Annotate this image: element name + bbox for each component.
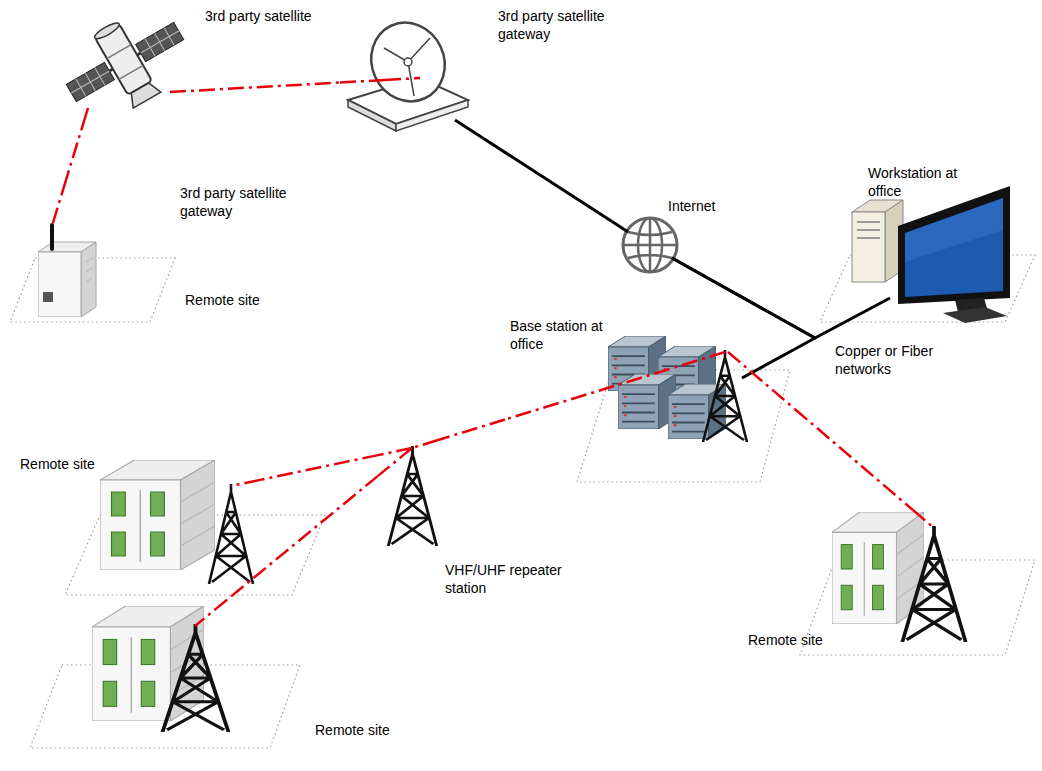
link-stub	[170, 83, 340, 93]
site-label: 3rd party satellite gateway	[498, 8, 633, 43]
radio-link	[795, 409, 913, 510]
site-label: Workstation at office	[868, 165, 978, 200]
radio-link	[260, 455, 378, 480]
wired-link	[483, 138, 612, 222]
link-stub	[672, 258, 711, 280]
site-label: 3rd party satellite	[205, 8, 312, 26]
link-stub	[455, 120, 483, 138]
link-stub	[412, 440, 438, 448]
site-node: Base station at office	[505, 313, 795, 485]
site-label: Base station at office	[510, 318, 620, 353]
site-label: Internet	[668, 198, 715, 216]
link-stub	[385, 78, 420, 80]
radio-link	[340, 80, 385, 83]
site-node: Workstation at office	[822, 160, 1037, 325]
radio-link	[66, 115, 86, 180]
site-node: VHF/UHF repeater station	[378, 440, 578, 600]
site-label: Remote site	[748, 632, 823, 650]
site-label: Remote site	[20, 456, 95, 474]
link-stub	[672, 258, 711, 280]
link-stub	[86, 108, 88, 115]
site-node: Remote site	[745, 510, 1037, 658]
link-stub	[231, 480, 260, 486]
site-node: 3rd party satellite gateway	[385, 8, 640, 138]
site-node: Remote site	[15, 450, 260, 590]
link-stub	[505, 352, 725, 420]
link-stub	[742, 349, 795, 378]
site-label: VHF/UHF repeater station	[445, 562, 575, 597]
site-node: 3rd party satellite gatewayRemote site	[8, 180, 328, 325]
site-node: 3rd party satellite	[40, 5, 340, 115]
radio-link	[438, 420, 505, 441]
site-label: 3rd party satellite gateway	[180, 185, 315, 220]
link-stub	[52, 180, 66, 226]
site-node: Internet	[612, 196, 724, 280]
link-stub	[378, 448, 412, 476]
link-stub	[913, 510, 934, 528]
link-stub	[612, 222, 628, 232]
site-label: Remote site	[315, 722, 390, 740]
wired-link	[711, 280, 815, 349]
site-label: Remote site	[185, 292, 260, 310]
site-node: Remote site	[28, 600, 400, 750]
wired-link	[711, 280, 839, 338]
link-stub	[728, 352, 795, 409]
link-stub	[195, 600, 227, 626]
radio-link	[227, 476, 378, 600]
network-label: Copper or Fiber networks	[835, 343, 943, 378]
link-stub	[839, 298, 890, 325]
